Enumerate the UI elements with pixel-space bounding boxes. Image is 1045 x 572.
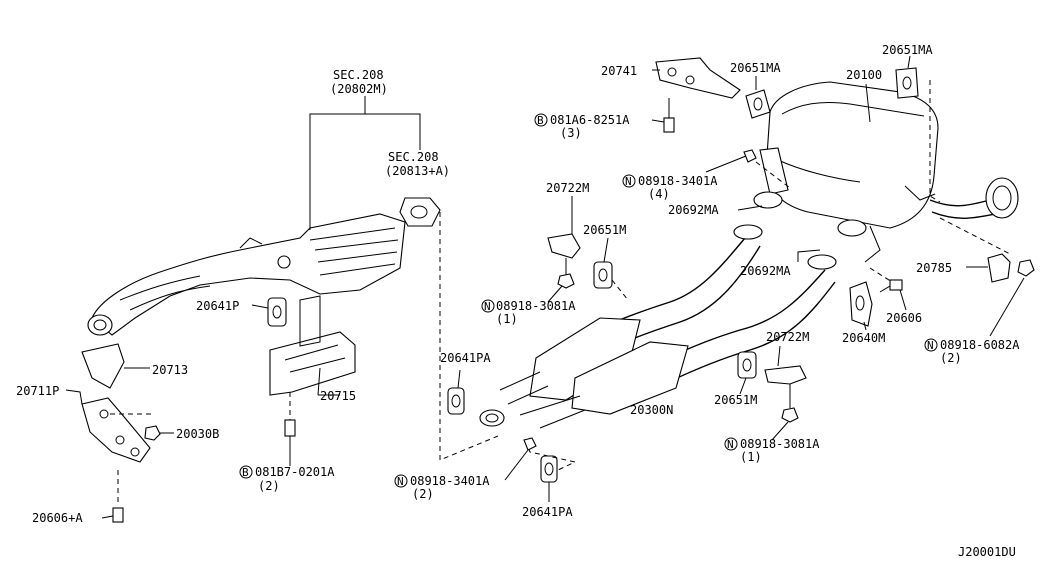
label-08918-3401A-top: 08918-3401A: [638, 174, 718, 188]
insulator-20641P: [267, 297, 287, 327]
label-08918-3401A-bot: 08918-3401A: [410, 474, 490, 488]
label-20651M-b: 20651M: [714, 393, 757, 407]
label-20606: 20606: [886, 311, 922, 325]
label-20692MA-a: 20692MA: [668, 203, 719, 217]
bracket-20722M-a: [547, 233, 581, 276]
label-20651MA-a: 20651MA: [730, 61, 781, 75]
label-20741: 20741: [601, 64, 637, 78]
prefix-B-081B7: B: [242, 466, 249, 479]
insulator-20651MA-a: [745, 89, 771, 119]
bracket-20741: [655, 57, 741, 99]
diagram-code: J20001DU: [958, 545, 1016, 559]
label-08918-3401A-top-qty: (4): [648, 187, 670, 201]
label-20641P: 20641P: [196, 299, 239, 313]
bolt-20606A: [112, 507, 124, 523]
bolt-081A6: [663, 117, 675, 133]
mount-20711P: [81, 397, 151, 463]
label-08918-6082A-qty: (2): [940, 351, 962, 365]
label-20300N: 20300N: [630, 403, 673, 417]
center-pipe-assembly: [499, 237, 836, 429]
label-20785: 20785: [916, 261, 952, 275]
label-08918-3081A-b-qty: (1): [740, 450, 762, 464]
label-sec208-mid: SEC.208: [388, 150, 439, 164]
prefix-N-3081A-b: N: [727, 438, 734, 451]
front-pipe-catalyst: [87, 213, 406, 336]
gasket-20813: [399, 197, 441, 227]
label-08918-3081A-a-qty: (1): [496, 312, 518, 326]
ring-20692MA-a: [733, 224, 763, 240]
prefix-N-3401A-top: N: [625, 175, 632, 188]
label-sec208-mid-sub: (20813+A): [385, 164, 450, 178]
label-20100: 20100: [846, 68, 882, 82]
bracket-20722M-b: [764, 365, 807, 408]
label-20715: 20715: [320, 389, 356, 403]
rear-muffler-20100: [759, 81, 1019, 263]
label-08918-3081A-a: 08918-3081A: [496, 299, 576, 313]
bolt-20606: [879, 279, 903, 293]
prefix-N-3081A-a: N: [484, 300, 491, 313]
label-20606A: 20606+A: [32, 511, 83, 525]
label-081A6-qty: (3): [560, 126, 582, 140]
label-081B7-qty: (2): [258, 479, 280, 493]
bracket-20715: [269, 295, 356, 396]
label-20711P: 20711P: [16, 384, 59, 398]
part-labels: SEC.208 (20802M) SEC.208 (20813+A) 20741…: [16, 43, 1020, 559]
nut-20030B: [144, 425, 161, 441]
bracket-20713: [81, 343, 125, 389]
label-08918-3081A-b: 08918-3081A: [740, 437, 820, 451]
prefix-N-3401A-bot: N: [397, 475, 404, 488]
mount-20640M: [849, 281, 873, 327]
prefix-N-6082A: N: [927, 339, 934, 352]
prefix-B-081A6: B: [537, 114, 544, 127]
insulator-20641PA-b: [540, 455, 558, 483]
insulator-20651M-a: [593, 261, 613, 289]
insulator-20651MA-b: [895, 67, 919, 99]
bolt-081B7: [284, 419, 296, 466]
label-20641PA-b: 20641PA: [522, 505, 573, 519]
bracket-20785: [987, 253, 1011, 283]
label-20713: 20713: [152, 363, 188, 377]
label-20722M-a: 20722M: [546, 181, 589, 195]
nut-08918-3401A-bottom: [523, 437, 537, 451]
label-08918-6082A: 08918-6082A: [940, 338, 1020, 352]
label-08918-3401A-bot-qty: (2): [412, 487, 434, 501]
insulator-20641PA-a: [447, 387, 465, 415]
label-20641PA-a: 20641PA: [440, 351, 491, 365]
insulator-20651M-b: [737, 351, 757, 379]
label-20651M-a: 20651M: [583, 223, 626, 237]
nut-08918-3401A-top: [743, 149, 757, 163]
label-20722M-b: 20722M: [766, 330, 809, 344]
label-20651MA-b: 20651MA: [882, 43, 933, 57]
label-sec208-top-sub: (20802M): [330, 82, 388, 96]
ring-20692MA-b: [807, 254, 837, 270]
label-081A6: 081A6-8251A: [550, 113, 630, 127]
label-081B7: 081B7-0201A: [255, 465, 335, 479]
label-sec208-top: SEC.208: [333, 68, 384, 82]
label-20692MA-b: 20692MA: [740, 264, 791, 278]
label-20030B: 20030B: [176, 427, 219, 441]
label-20640M: 20640M: [842, 331, 885, 345]
